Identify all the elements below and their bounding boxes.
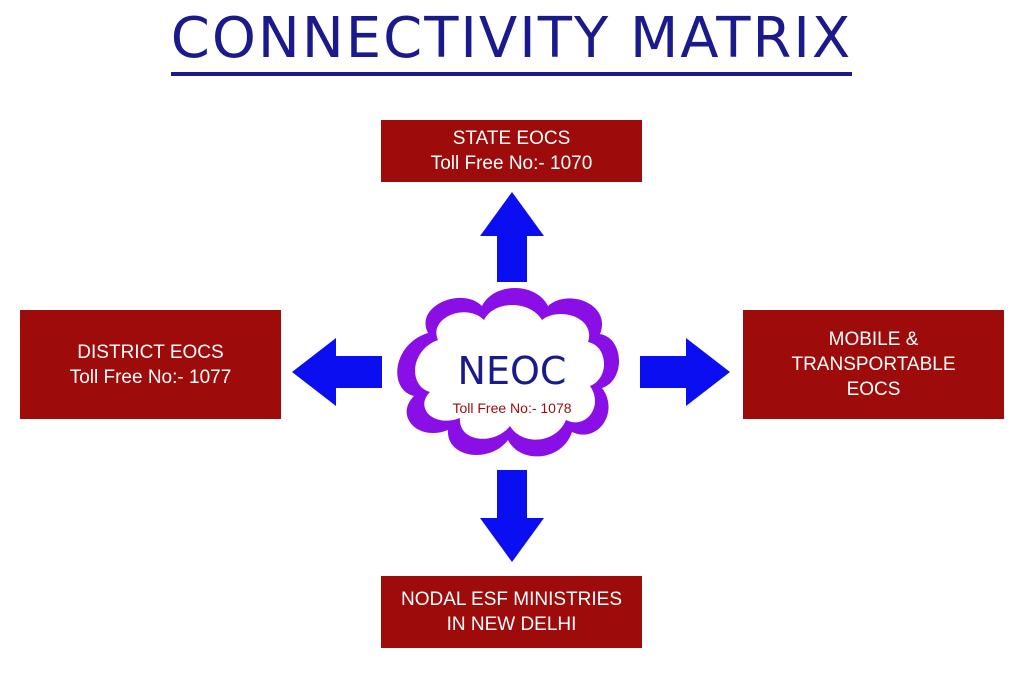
diagram-title-text: CONNECTIVITY MATRIX xyxy=(170,8,853,76)
arrow-down-to-nodal xyxy=(480,470,544,562)
arrow-up-to-state xyxy=(480,192,544,282)
mobile-eocs-line1: MOBILE & xyxy=(828,329,919,350)
nodal-esf-line1: NODAL ESF MINISTRIES xyxy=(401,589,622,610)
arrow-right-to-mobile xyxy=(640,338,730,406)
mobile-eocs-line2: TRANSPORTABLE xyxy=(791,354,956,375)
district-eocs-box: DISTRICT EOCS Toll Free No:- 1077 xyxy=(20,310,281,419)
nodal-esf-ministries-box: NODAL ESF MINISTRIES IN NEW DELHI xyxy=(381,576,642,648)
diagram-title: CONNECTIVITY MATRIX xyxy=(0,8,1023,81)
neoc-name: NEOC xyxy=(457,349,567,393)
state-eocs-label: STATE EOCS xyxy=(452,128,571,149)
nodal-esf-line2: IN NEW DELHI xyxy=(446,614,577,635)
district-eocs-label: DISTRICT EOCS xyxy=(77,341,224,363)
neoc-toll-free: Toll Free No:- 1078 xyxy=(452,400,572,416)
arrow-left-to-district xyxy=(292,338,382,406)
mobile-transportable-eocs-box: MOBILE & TRANSPORTABLE EOCS xyxy=(743,310,1004,419)
state-eocs-toll-free: Toll Free No:- 1070 xyxy=(430,153,593,174)
district-eocs-toll-free: Toll Free No:- 1077 xyxy=(69,366,232,388)
neoc-cloud-icon xyxy=(397,288,620,457)
state-eocs-box: STATE EOCS Toll Free No:- 1070 xyxy=(381,120,642,182)
mobile-eocs-line3: EOCS xyxy=(846,379,901,400)
